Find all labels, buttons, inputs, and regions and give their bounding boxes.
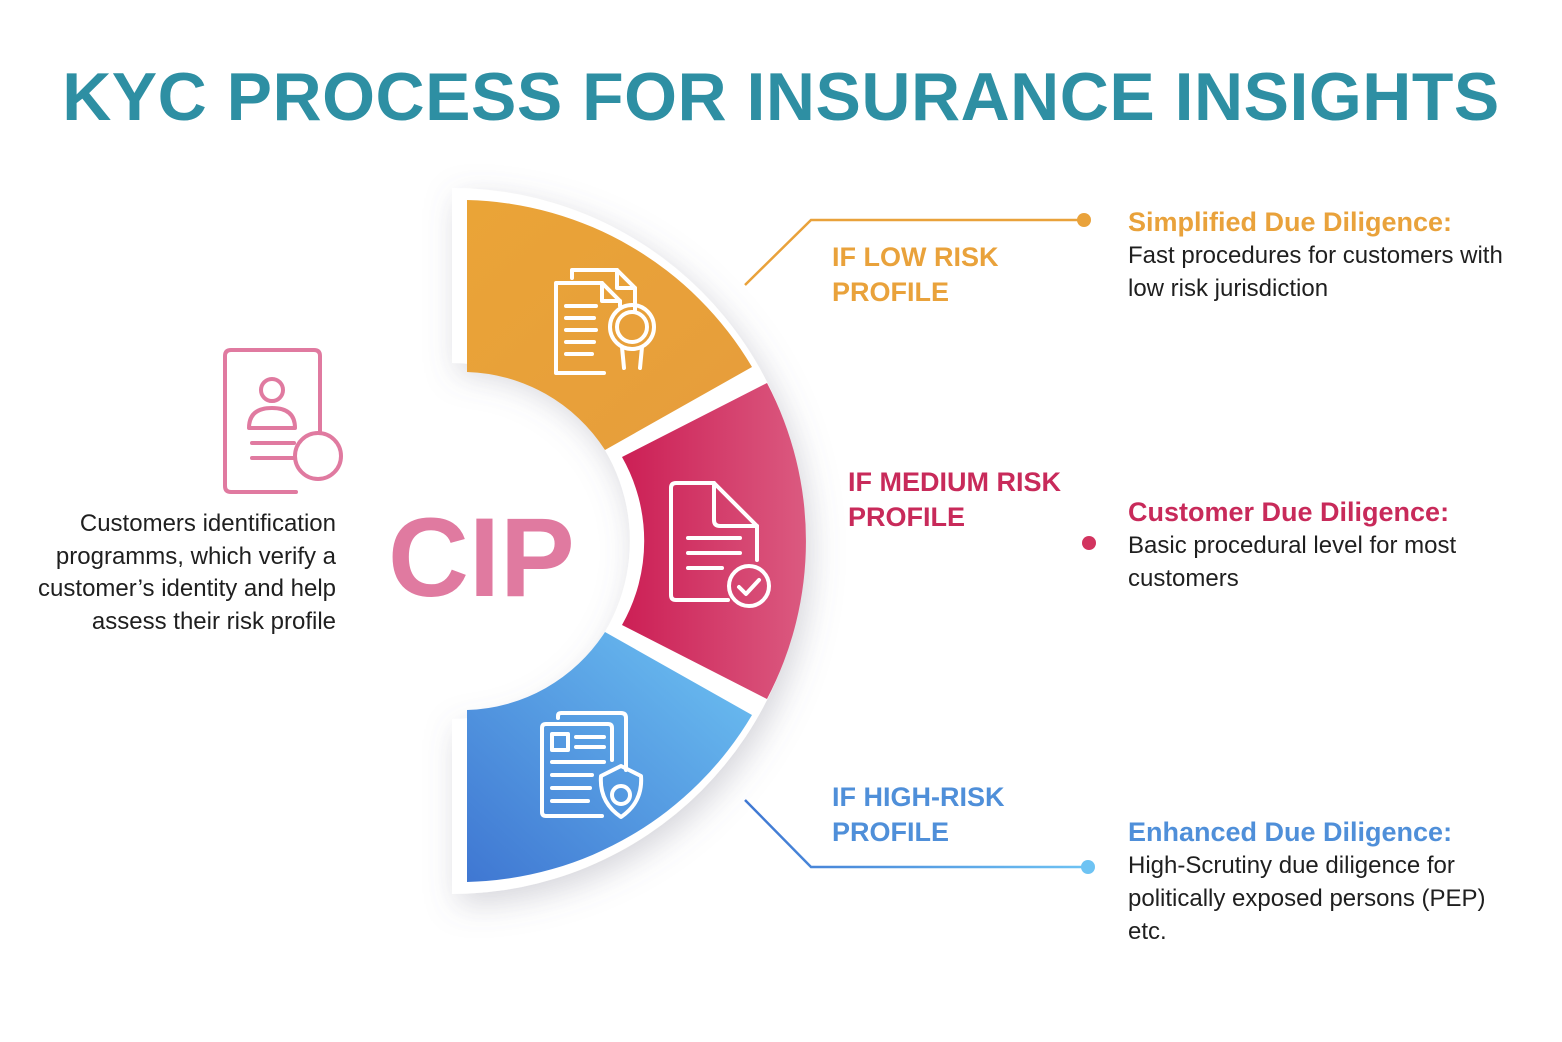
info-description: Basic procedural level for most customer… [1128, 532, 1457, 592]
info-heading: Simplified Due Diligence: [1128, 207, 1453, 237]
documents-search-icon [554, 268, 656, 375]
condition-high-risk: IF HIGH-RISK PROFILE [832, 782, 1005, 847]
condition-medium-risk: IF MEDIUM RISK PROFILE [848, 467, 1061, 532]
cip-label: CIP [388, 495, 575, 620]
info-heading: Enhanced Due Diligence: [1128, 817, 1453, 847]
document-shield-icon [540, 711, 644, 819]
info-customer-due-diligence: Customer Due Diligence: Basic procedural… [1128, 495, 1528, 595]
info-simplified-due-diligence: Simplified Due Diligence: Fast procedure… [1128, 205, 1528, 305]
info-heading: Customer Due Diligence: [1128, 497, 1450, 527]
connector-low [744, 218, 1084, 286]
condition-low-risk: IF LOW RISK PROFILE [832, 242, 999, 307]
info-enhanced-due-diligence: Enhanced Due Diligence: High-Scrutiny du… [1128, 815, 1528, 948]
connector-high [744, 799, 1088, 869]
connector-low-dot [1077, 213, 1091, 227]
info-description: Fast procedures for customers with low r… [1128, 242, 1503, 302]
segment-high-risk [467, 632, 752, 882]
document-check-icon [669, 481, 771, 608]
info-description: High-Scrutiny due diligence for politica… [1128, 852, 1486, 945]
id-card-search-icon [223, 348, 343, 494]
connector-medium-dot [1082, 536, 1096, 550]
cip-description: Customers identification programms, whic… [38, 510, 336, 635]
segment-medium-risk [622, 383, 806, 699]
page-title: KYC PROCESS FOR INSURANCE INSIGHTS [62, 59, 1500, 135]
connector-high-dot [1081, 860, 1095, 874]
